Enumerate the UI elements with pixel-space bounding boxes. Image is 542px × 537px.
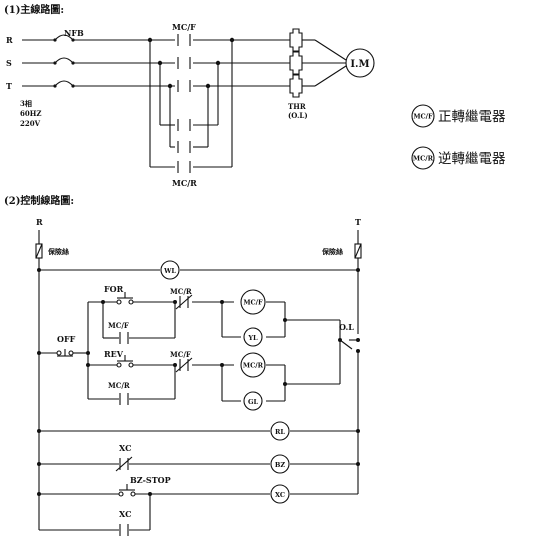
mcr-hold-label: MC/R (108, 381, 130, 390)
thr-ol-label: (O.L) (288, 111, 308, 120)
bz-buzzer (270, 454, 290, 474)
reversing-wiring (149, 40, 233, 173)
main-circuit-title: (1)主線路圖: (4, 3, 64, 16)
svg-text:3相: 3相 (20, 99, 32, 108)
fuse-right-label: 保險絲 (321, 247, 343, 256)
for-pushbutton (116, 292, 134, 305)
rev-pushbutton (116, 355, 134, 368)
control-circuit-title: (2)控制線路圖: (4, 194, 74, 207)
svg-text:MC/R: MC/R (243, 362, 264, 370)
phase-r-label: R (6, 35, 13, 45)
supply-spec: 3相 60HZ 220V (20, 99, 41, 128)
motor-circle (345, 48, 375, 78)
wl-lamp (160, 260, 180, 280)
rev-button-label: REV (104, 349, 124, 359)
legend-mcr-label: 逆轉繼電器 (438, 151, 506, 167)
control-circuit: (2)控制線路圖: R T 保險絲 保險絲 (4, 194, 362, 536)
fuse-left-label: 保險絲 (47, 247, 69, 256)
bz-stop-label: BZ-STOP (130, 475, 171, 485)
main-circuit: (1)主線路圖: R S T NFB MC (4, 3, 375, 188)
svg-text:RL: RL (275, 428, 285, 436)
xc-nc-contact (115, 456, 133, 472)
svg-text:60HZ: 60HZ (20, 109, 41, 118)
mcf-main-contacts (177, 34, 191, 92)
off-pushbutton (56, 349, 74, 357)
nfb-label: NFB (64, 28, 84, 38)
mcf-interlock-label: MC/F (170, 350, 191, 359)
ol-label: O.L (339, 322, 354, 332)
phase-lines (22, 34, 290, 87)
svg-text:MC/F: MC/F (413, 113, 433, 121)
svg-text:GL: GL (248, 398, 259, 406)
xc-nc-label: XC (119, 443, 131, 453)
phase-s-label: S (6, 58, 12, 68)
main-junctions (147, 37, 235, 89)
xc-no-contact (119, 524, 129, 536)
control-junctions (37, 268, 360, 496)
for-button-label: FOR (104, 284, 124, 294)
phase-t-label: T (6, 81, 12, 91)
svg-text:YL: YL (247, 334, 258, 342)
legend: MC/F 正轉繼電器 MC/R 逆轉繼電器 (411, 104, 506, 170)
legend-mcf-symbol (411, 104, 435, 128)
thr-label: THR (288, 102, 306, 111)
svg-text:220V: 220V (20, 119, 41, 128)
gl-lamp (243, 391, 263, 411)
mcf-interlock-contact (175, 357, 193, 373)
nfb-contacts (53, 38, 75, 88)
svg-text:MC/R: MC/R (413, 155, 434, 163)
mcf-hold-contact (119, 332, 129, 344)
svg-text:MC/F: MC/F (243, 299, 263, 307)
svg-text:XC: XC (275, 491, 285, 499)
xc-coil (270, 484, 290, 504)
legend-mcr-symbol (411, 146, 435, 170)
fuses (35, 230, 362, 259)
svg-text:WL: WL (163, 267, 176, 275)
mcf-coil (240, 289, 266, 315)
svg-text:BZ: BZ (275, 461, 285, 469)
mcr-coil (240, 352, 266, 378)
left-rail-label: R (36, 217, 43, 227)
bz-stop-pushbutton (118, 484, 136, 497)
control-wiring (38, 258, 359, 531)
mcr-main-label: MC/R (172, 178, 197, 188)
motor-label: I.M (350, 59, 369, 70)
mcr-interlock-contact (175, 294, 193, 310)
yl-lamp (243, 327, 263, 347)
legend-mcf-label: 正轉繼電器 (438, 109, 506, 125)
xc-no-label: XC (119, 509, 131, 519)
rl-lamp (270, 421, 290, 441)
thr-overload (289, 28, 347, 98)
mcf-hold-label: MC/F (108, 321, 129, 330)
off-button-label: OFF (57, 334, 76, 344)
mcr-interlock-label: MC/R (170, 287, 192, 296)
mcr-hold-contact (119, 393, 129, 405)
mcf-main-label: MC/F (172, 22, 196, 32)
right-rail-label: T (355, 217, 361, 227)
